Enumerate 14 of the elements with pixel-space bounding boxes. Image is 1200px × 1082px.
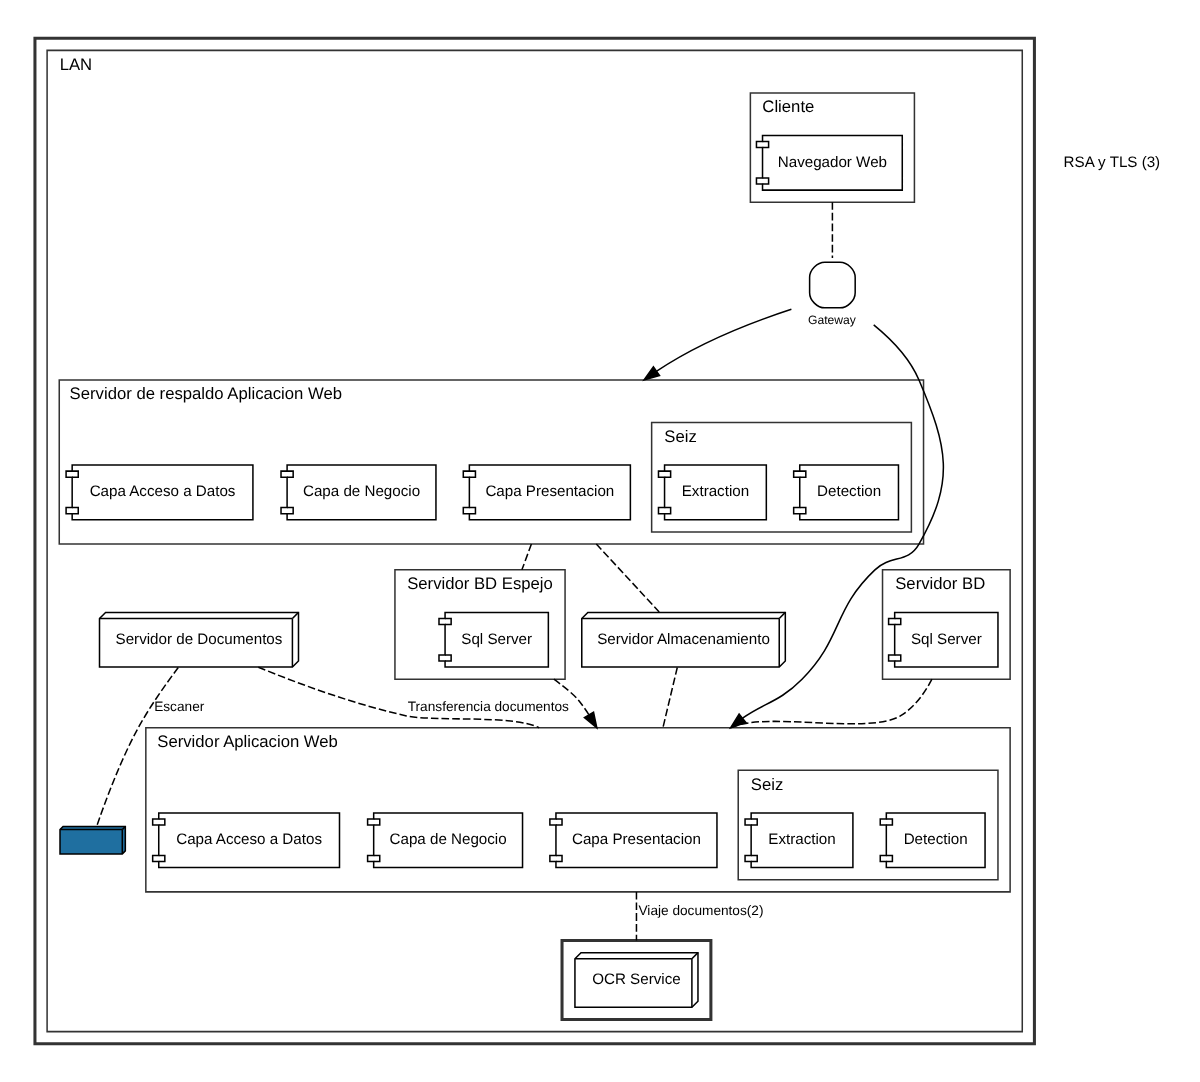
label: RSA y TLS (3) [1063, 152, 1161, 171]
connector [635, 891, 638, 942]
node-circle [808, 261, 856, 309]
connector [595, 543, 660, 613]
connector [729, 678, 933, 729]
cluster [560, 938, 713, 1021]
connector [96, 666, 179, 827]
connector [662, 666, 679, 729]
connector [521, 543, 533, 571]
arrow [553, 678, 598, 730]
arrow [642, 308, 793, 382]
arrow [728, 324, 945, 730]
connector [257, 666, 540, 729]
connector [831, 201, 834, 259]
